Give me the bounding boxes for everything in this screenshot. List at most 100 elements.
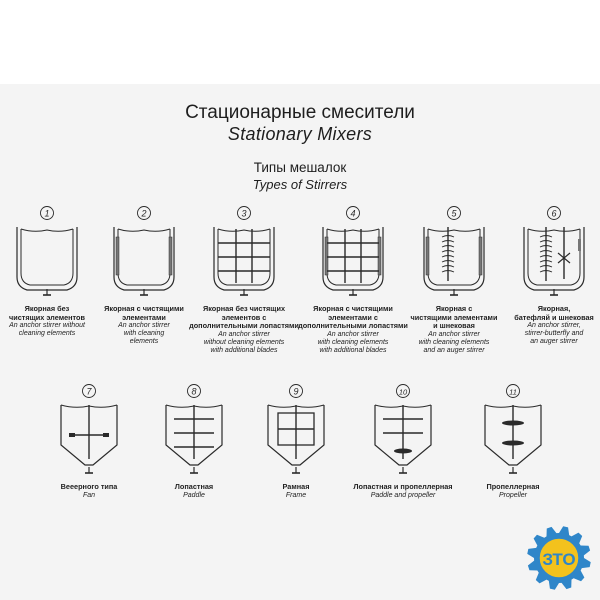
auger-flight	[539, 255, 553, 258]
stirrer-item-10: 10 Лопастная и пропеллерная Paddle and p…	[343, 383, 463, 500]
stirrer-label-ru: Якорная с чистящими элементами	[104, 304, 184, 322]
propeller	[502, 420, 524, 426]
item-number-badge: 2	[137, 206, 151, 220]
item-number: 8	[191, 387, 196, 397]
item-number: 4	[350, 209, 355, 219]
auger-flight	[441, 255, 455, 258]
item-number-badge: 5	[447, 206, 461, 220]
scraper-left	[324, 236, 329, 276]
scraper-left	[115, 236, 120, 276]
stirrer-diagram-anchor-clean: 2	[113, 206, 175, 296]
vessel-wall	[523, 227, 585, 291]
stirrer-item-5: 5 Якорная с чистящими элементами и шнеко…	[394, 205, 514, 355]
item-number: 2	[140, 209, 146, 219]
vessel-wall	[213, 227, 275, 291]
number-circle	[187, 384, 201, 398]
stirrer-label-ru: Рамная	[282, 482, 310, 491]
stirrer-item-6: 6 Якорная, батефляй и шнековая An anchor…	[494, 205, 600, 347]
stirrer-label-en: Paddle	[183, 491, 205, 499]
stirrer-label-en: Fan	[82, 491, 96, 499]
stirrer-label-ru: Пропеллерная	[486, 482, 540, 491]
butterfly-blade	[557, 252, 571, 264]
stirrer-label-en: An anchor stirrer with cleaning elements…	[317, 330, 389, 354]
anchor-arm	[117, 229, 171, 286]
stirrer-diagram-anchor-blades: 3	[213, 206, 275, 296]
item-number: 10	[399, 388, 408, 397]
number-circle	[506, 384, 520, 398]
vessel-wall	[60, 405, 118, 466]
number-circle	[346, 206, 360, 220]
subtitle-english: Types of Stirrers	[252, 177, 348, 192]
anchor-arm	[527, 229, 581, 286]
auger-flight	[441, 265, 455, 268]
auger-flight	[441, 250, 455, 253]
subtitle-russian: Типы мешалок	[253, 160, 347, 175]
anchor-arm	[326, 229, 380, 286]
item-number: 1	[44, 209, 49, 219]
item-number-badge: 9	[289, 384, 303, 398]
stirrer-label-en: Frame	[285, 491, 307, 499]
stirrer-label-en: An anchor stirrer without cleaning eleme…	[9, 322, 85, 338]
anchor-top-bar	[326, 228, 380, 232]
fan-blade-tip	[103, 433, 109, 437]
stirrer-label-ru: Якорная с чистящими элементами и шнекова…	[410, 304, 498, 330]
scraper-left	[425, 236, 430, 276]
gear-center	[539, 538, 579, 578]
number-circle	[237, 206, 251, 220]
number-circle	[40, 206, 54, 220]
anchor-arm	[20, 229, 74, 286]
stirrer-item-3: 3 Якорная без чистящих элементов с допол…	[184, 205, 304, 355]
item-number-badge: 6	[547, 206, 561, 220]
stirrer-item-9: 9 Рамная Frame	[236, 383, 356, 500]
stirrer-label-en: Paddle and propeller	[370, 491, 436, 499]
stirrer-label-ru: Якорная с чистящими элементами с дополни…	[298, 304, 408, 330]
auger-flight	[539, 235, 553, 238]
propeller	[394, 448, 412, 454]
propeller	[502, 440, 524, 446]
zto-gear-logo: ЗТО	[527, 526, 591, 590]
anchor-top-bar	[427, 228, 481, 232]
auger-flight	[441, 235, 455, 238]
stirrer-item-2: 2 Якорная с чистящими элементами An anch…	[84, 205, 204, 347]
scraper-right	[377, 236, 382, 276]
scraper-right	[478, 236, 483, 276]
auger-flight	[441, 260, 455, 263]
vessel-wall	[484, 405, 542, 466]
anchor-top-bar	[217, 228, 271, 232]
stirrer-diagram-anchor-butterfly-auger: 6	[523, 206, 585, 296]
number-circle	[82, 384, 96, 398]
anchor-arm	[217, 229, 271, 286]
vessel-wall	[165, 405, 223, 466]
number-circle	[137, 206, 151, 220]
scraper-right	[168, 236, 173, 276]
scraper-right	[578, 239, 581, 251]
title-russian: Стационарные смесители	[185, 102, 415, 123]
vessel-wall	[423, 227, 485, 291]
stirrer-diagram-paddle-propeller: 10	[374, 384, 432, 474]
auger-flight	[539, 245, 553, 248]
item-number-badge: 7	[82, 384, 96, 398]
diagram-sheet	[0, 84, 600, 600]
stirrer-item-1: 1 Якорная без чистящих элементов An anch…	[0, 205, 107, 338]
stirrer-diagram-propeller: 11	[484, 384, 542, 474]
auger-flight	[539, 250, 553, 253]
number-circle	[289, 384, 303, 398]
item-number-badge: 4	[346, 206, 360, 220]
vessel-wall	[113, 227, 175, 291]
anchor-top-bar	[527, 228, 581, 232]
item-number: 7	[86, 387, 92, 397]
number-circle	[396, 384, 410, 398]
stirrer-diagram-frame: 9	[267, 384, 325, 474]
auger-flight	[441, 270, 455, 273]
item-number: 5	[451, 209, 457, 219]
vessel-wall	[322, 227, 384, 291]
stirrer-label-en: An anchor stirrer without cleaning eleme…	[203, 330, 285, 354]
stirrer-label-en: Propeller	[498, 491, 527, 499]
item-number: 6	[551, 209, 556, 219]
item-number-badge: 8	[187, 384, 201, 398]
vessel-wall	[374, 405, 432, 466]
auger-flight	[539, 270, 553, 273]
stirrer-item-4: 4 Якорная с чистящими элементами с допол…	[293, 205, 413, 355]
auger-flight	[441, 245, 455, 248]
stirrer-label-en: An anchor stirrer with cleaning elements…	[418, 330, 490, 354]
